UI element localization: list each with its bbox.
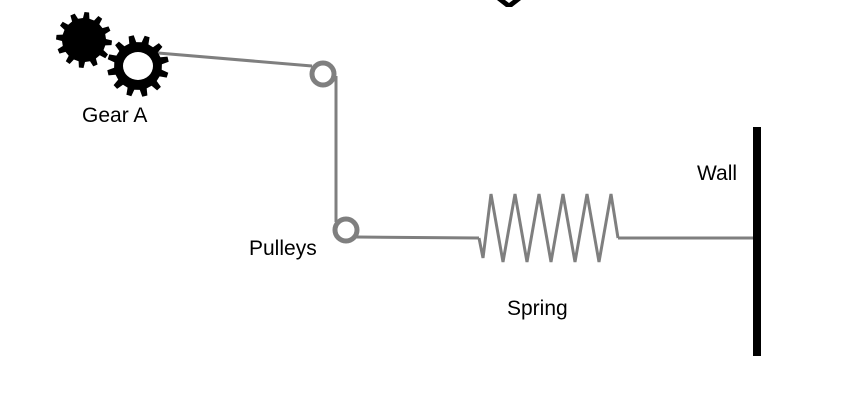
spring-label: Spring <box>507 297 568 320</box>
pulleys-label: Pulleys <box>249 237 317 260</box>
gear-icon <box>56 12 112 68</box>
clipped-title-glyph <box>497 0 521 7</box>
rope-pulley-to-spring <box>355 235 480 240</box>
rope-gear-to-top-pulley <box>157 51 313 68</box>
gear-label: Gear A <box>82 104 147 127</box>
spring-coil <box>477 193 620 263</box>
gear-hole <box>123 52 153 80</box>
pulley-icon <box>332 216 360 244</box>
wall-label: Wall <box>697 162 737 185</box>
pulley-icon <box>309 60 337 88</box>
wall <box>753 127 761 356</box>
gear-assembly <box>56 12 169 97</box>
